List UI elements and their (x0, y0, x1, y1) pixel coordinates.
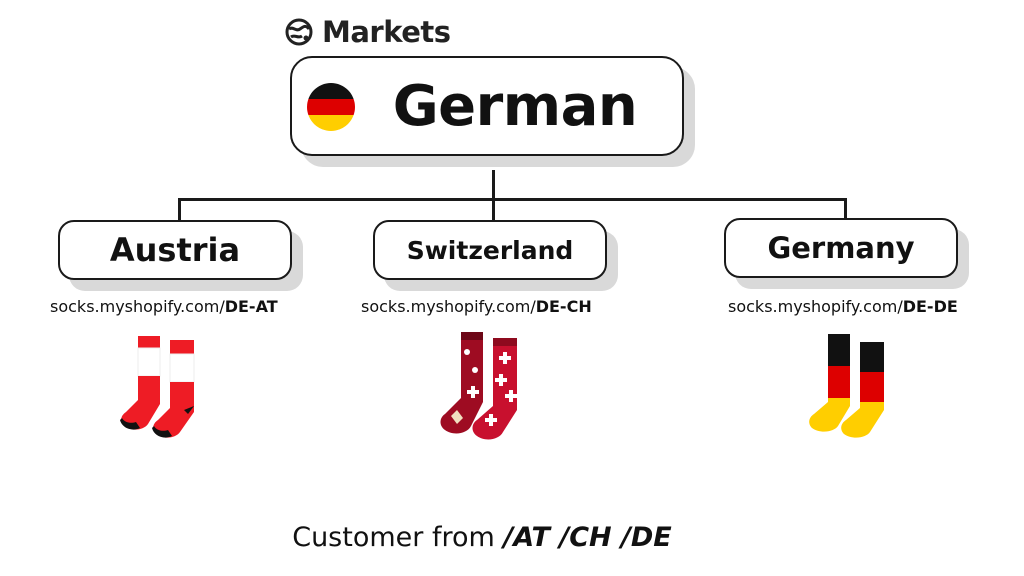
switzerland-socks-icon (440, 332, 517, 440)
markets-header: Markets (284, 14, 451, 50)
market-url-germany[interactable]: socks.myshopify.com/DE-DE (728, 297, 958, 316)
branch-germany (844, 198, 847, 218)
market-label: Germany (767, 231, 915, 265)
austria-socks-icon (120, 336, 195, 438)
tree-trunk (492, 170, 495, 200)
market-label: Switzerland (406, 235, 574, 265)
market-card-switzerland[interactable]: Switzerland (373, 220, 607, 280)
main-market-label: German (392, 73, 638, 139)
market-url-switzerland[interactable]: socks.myshopify.com/DE-CH (361, 297, 592, 316)
market-card-germany[interactable]: Germany (724, 218, 958, 278)
branch-austria (178, 198, 181, 220)
germany-socks-icon (809, 334, 884, 438)
market-url-austria[interactable]: socks.myshopify.com/DE-AT (50, 297, 278, 316)
markets-title: Markets (322, 15, 451, 49)
footer-caption: Customer from /AT /CH /DE (292, 522, 672, 553)
germany-flag-icon (307, 83, 355, 131)
branch-switzerland (492, 198, 495, 220)
tree-branch (178, 198, 847, 201)
market-label: Austria (109, 231, 241, 269)
footer-codes: /AT /CH /DE (503, 522, 672, 553)
market-card-austria[interactable]: Austria (58, 220, 292, 280)
main-market-card[interactable]: German (290, 56, 684, 156)
globe-swirl-icon (285, 18, 313, 46)
